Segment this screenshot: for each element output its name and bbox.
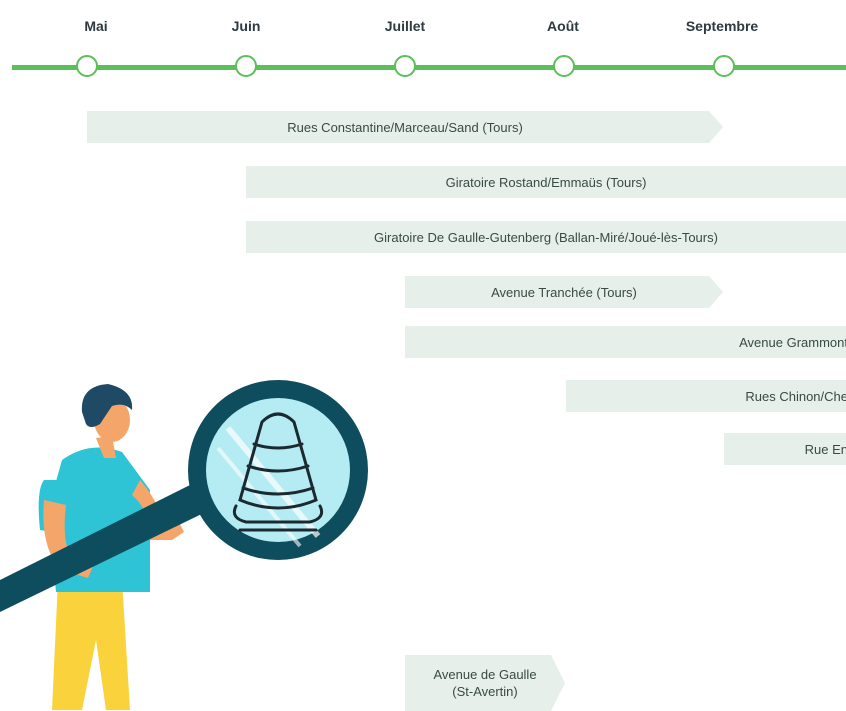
work-bar: Rue En (724, 433, 846, 465)
work-label: Rues Chinon/Che (745, 388, 846, 404)
work-bar: Rues Chinon/Che (566, 380, 846, 412)
work-label: Giratoire De Gaulle-Gutenberg (Ballan-Mi… (374, 229, 718, 245)
work-label: Giratoire Rostand/Emmaüs (Tours) (445, 174, 647, 190)
month-label-juin: Juin (231, 18, 261, 34)
timeline-line (12, 65, 846, 70)
work-bar: Giratoire Rostand/Emmaüs (Tours) (246, 166, 846, 198)
person-magnifier-illustration (0, 380, 368, 710)
timeline-marker-septembre (713, 55, 735, 77)
work-bar: Rues Constantine/Marceau/Sand (Tours) (87, 111, 723, 143)
month-label-juillet: Juillet (384, 18, 426, 34)
work-label: Rue En (804, 441, 846, 457)
timeline-marker-mai (76, 55, 98, 77)
month-label-aout: Août (547, 18, 579, 34)
work-bar: Giratoire De Gaulle-Gutenberg (Ballan-Mi… (246, 221, 846, 253)
work-label: Rues Constantine/Marceau/Sand (Tours) (287, 119, 523, 135)
month-label-mai: Mai (84, 18, 108, 34)
person-head (81, 384, 133, 458)
work-label-line1: Avenue de Gaulle (433, 667, 537, 682)
work-bar: Avenue Grammont (405, 326, 846, 358)
timeline-marker-juillet (394, 55, 416, 77)
timeline-marker-aout (553, 55, 575, 77)
work-bar: Avenue de Gaulle (St-Avertin) (405, 655, 565, 711)
month-label-septembre: Septembre (685, 18, 759, 34)
work-bar: Avenue Tranchée (Tours) (405, 276, 723, 308)
person-legs (52, 580, 130, 710)
timeline-marker-juin (235, 55, 257, 77)
work-label: Avenue Tranchée (Tours) (491, 284, 637, 300)
work-label-line2: (St-Avertin) (452, 684, 518, 699)
traffic-cone-icon (232, 412, 324, 532)
work-label: Avenue Grammont (739, 334, 846, 350)
magnifier-handle (0, 480, 214, 612)
